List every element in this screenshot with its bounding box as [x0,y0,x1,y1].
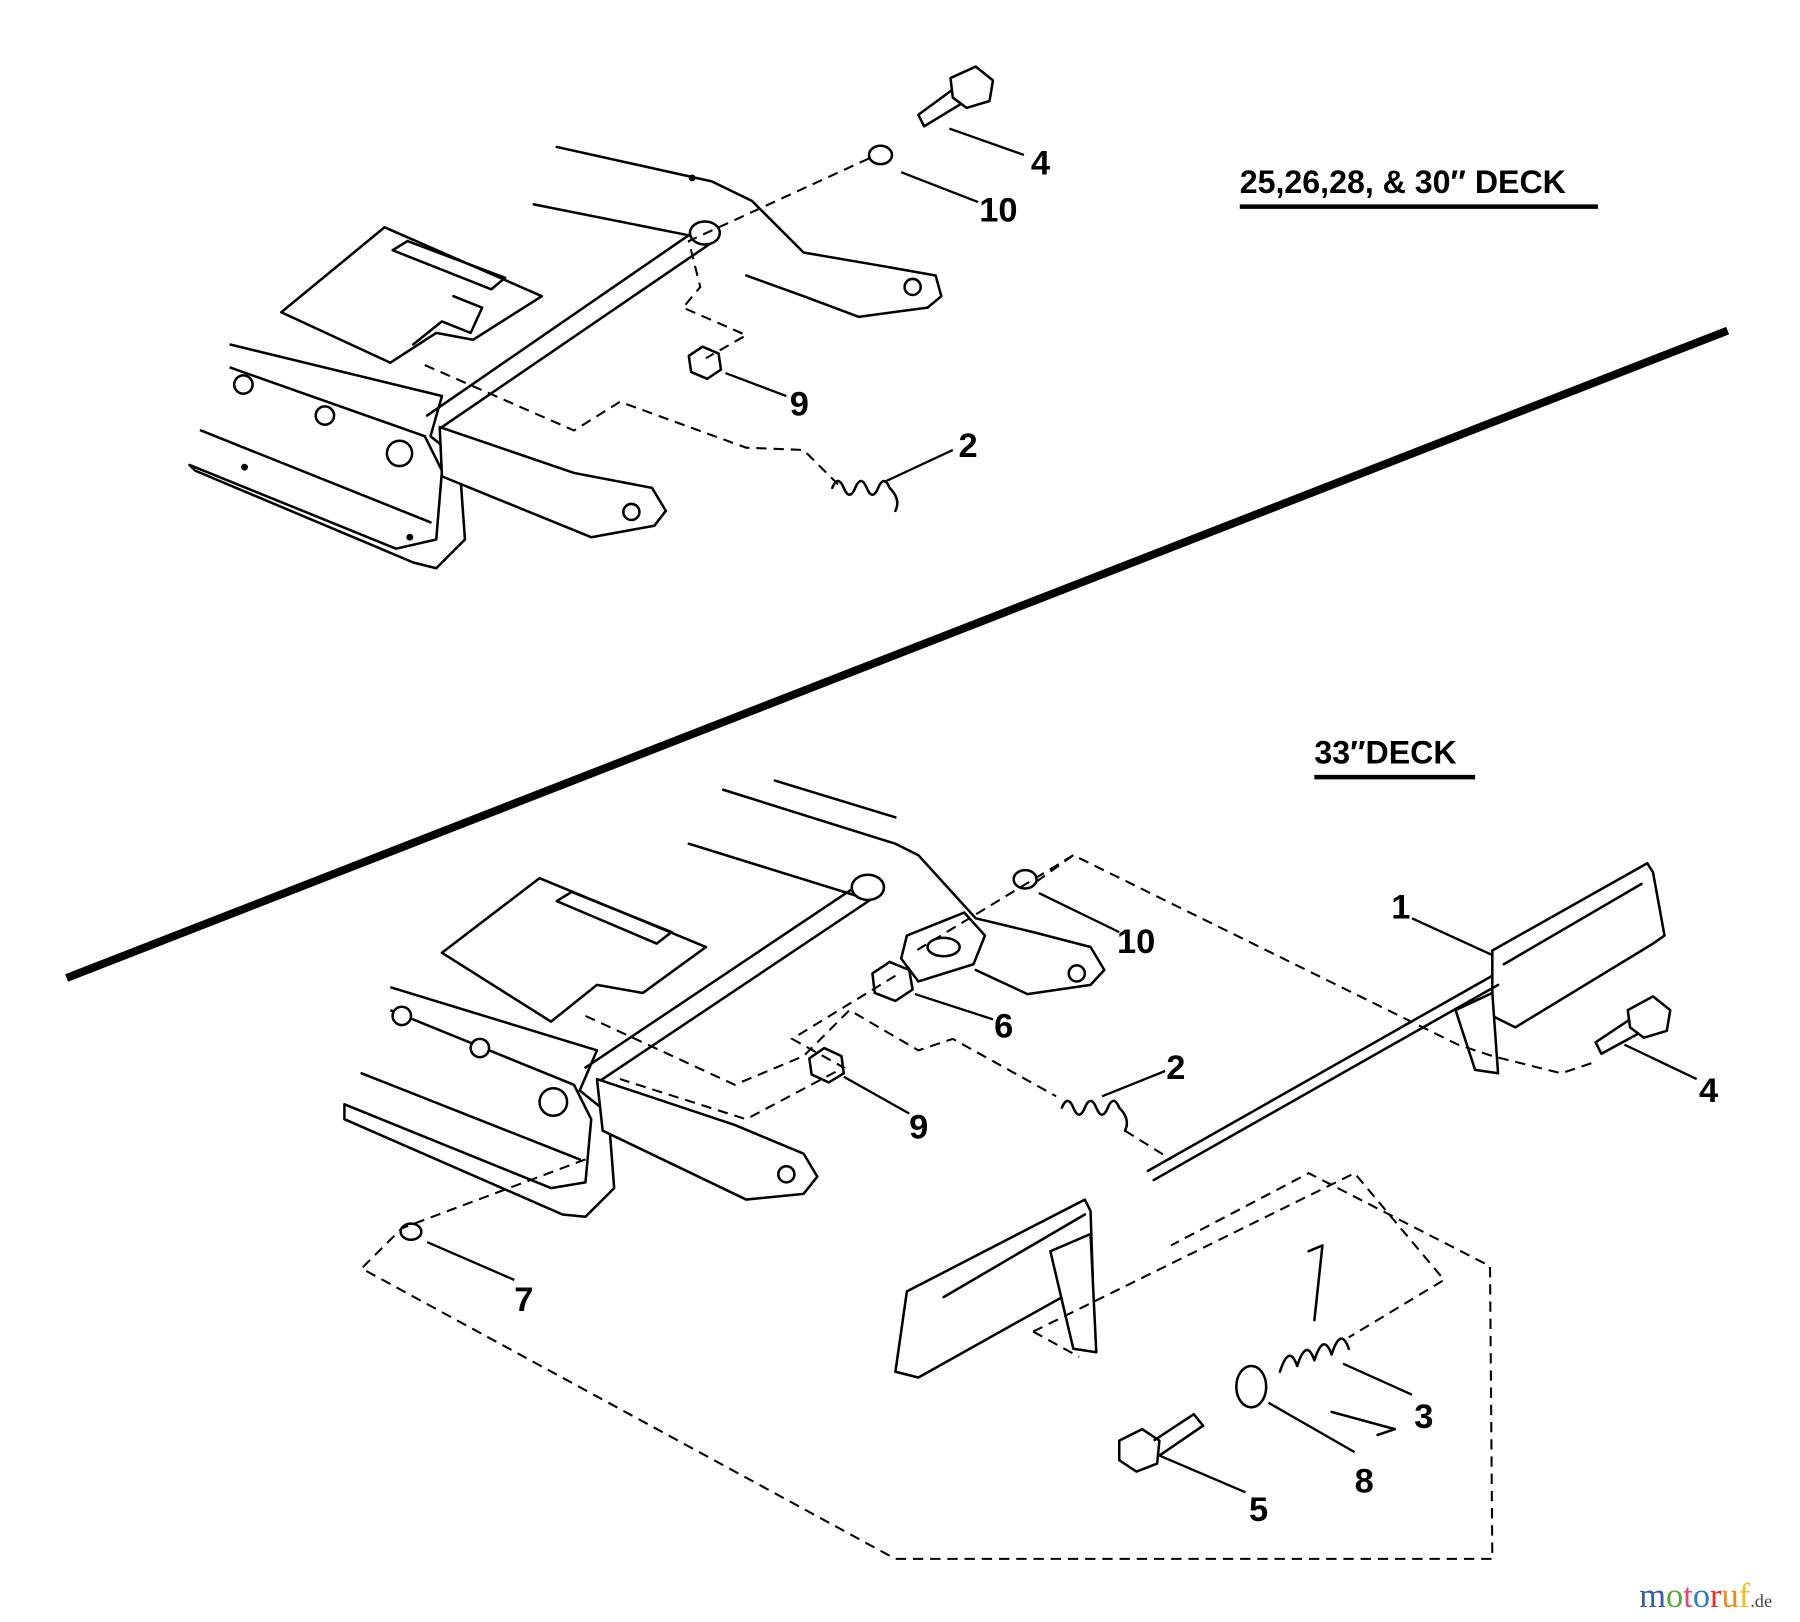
lower-arm-hole [777,1165,796,1184]
upper-rod [425,226,716,429]
callout-4: 4 [1031,144,1050,182]
lower-title: 33″DECK [1314,734,1456,770]
bolt-5 [1117,1412,1205,1473]
upper-bracket-plate [280,226,544,365]
upper-rail [555,145,943,319]
watermark-logo: motoruf.de [1639,1577,1772,1615]
upper-arm-hole [903,277,922,297]
upper-hole [688,174,696,182]
lower-slot [555,890,673,945]
lower-deck-line [360,1072,581,1161]
adjuster-slot-lower [942,1213,1087,1299]
lower-assembly: 1 10 6 2 9 4 7 3 8 5 [343,779,1718,1560]
adjuster-tab [1454,991,1500,1075]
lower-deck-channel [343,985,616,1219]
nut-9-upper [687,345,723,381]
callout-10: 10 [1117,923,1155,961]
lower-rail-lower [687,779,897,897]
lower-dash-6 [619,974,896,1121]
lower-bolt-head [469,1037,491,1059]
nut-9-lower [808,1046,846,1084]
upper-title: 25,26,28, & 30″ DECK [1240,164,1566,200]
lower-link-slot [926,936,961,958]
lower-dash-7 [359,1158,1494,1560]
spring-2-upper [831,479,899,513]
washer-8 [1235,1364,1268,1409]
adjuster-rod [1146,974,1500,1182]
watermark-letter: o [1693,1577,1710,1615]
watermark-letter: o [1666,1577,1683,1615]
callout-9: 9 [909,1109,928,1147]
lower-bracket-plate [440,876,708,1023]
upper-hole [406,533,414,541]
lower-dash-3 [1032,1171,1446,1358]
upper-pivot-bushing [385,439,414,468]
watermark-letter: t [1683,1577,1693,1615]
bolt-4-upper [917,65,995,128]
spring-2-lower [1060,1099,1129,1132]
upper-assembly: 4 10 9 2 [188,65,1050,570]
lower-rod-end [850,873,886,902]
upper-bolt-head [314,405,336,426]
watermark-letter: u [1722,1577,1739,1615]
callout-3: 3 [1414,1398,1433,1436]
washer-10-lower [1012,868,1038,890]
upper-dash-spring [424,364,839,486]
lower-lift-arm [595,1077,819,1201]
adjuster-plate-upper [1491,861,1666,1029]
upper-deck-line [199,429,432,524]
section-divider [65,326,1730,982]
callout-6: 6 [994,1008,1013,1046]
watermark-letter: m [1639,1577,1666,1615]
upper-deck-channel [188,343,467,570]
callout-2: 2 [959,427,978,465]
upper-lift-arm [438,425,668,539]
upper-latch [412,294,484,346]
lower-slotted-link [899,911,987,983]
upper-dash-bolt [681,157,870,360]
callout-4: 4 [1699,1072,1718,1110]
watermark-letter: f [1739,1577,1751,1615]
lower-pivot-bushing [538,1086,569,1118]
spring-3 [1278,1244,1397,1437]
upper-hole [241,463,248,471]
callout-10: 10 [979,192,1017,230]
watermark-letter: r [1710,1577,1722,1615]
washer-7 [399,1222,423,1242]
lower-bolt-head [391,1005,413,1027]
callout-1: 1 [1391,888,1410,926]
lower-rail [721,788,1106,996]
lower-arm-hole [1067,964,1087,983]
upper-bolt-head [232,374,254,395]
washer-10-upper [867,144,894,166]
adjuster-slot-upper [1502,882,1643,966]
watermark-tld: .de [1750,1591,1772,1611]
bolt-4-lower [1594,995,1672,1056]
lower-dash-10 [912,853,1596,1075]
callout-9: 9 [790,386,809,424]
callout-2: 2 [1166,1049,1185,1087]
lower-rod [584,880,879,1083]
upper-rail-lower [532,203,691,237]
callout-7: 7 [514,1281,533,1319]
svg-text:motoruf.de: motoruf.de [1639,1577,1772,1615]
nut-6 [871,960,914,1003]
lower-dash-2 [585,1008,1172,1161]
upper-slot [391,239,507,291]
callout-5: 5 [1249,1491,1268,1529]
callout-8: 8 [1355,1462,1374,1500]
upper-arm-hole [622,502,641,522]
